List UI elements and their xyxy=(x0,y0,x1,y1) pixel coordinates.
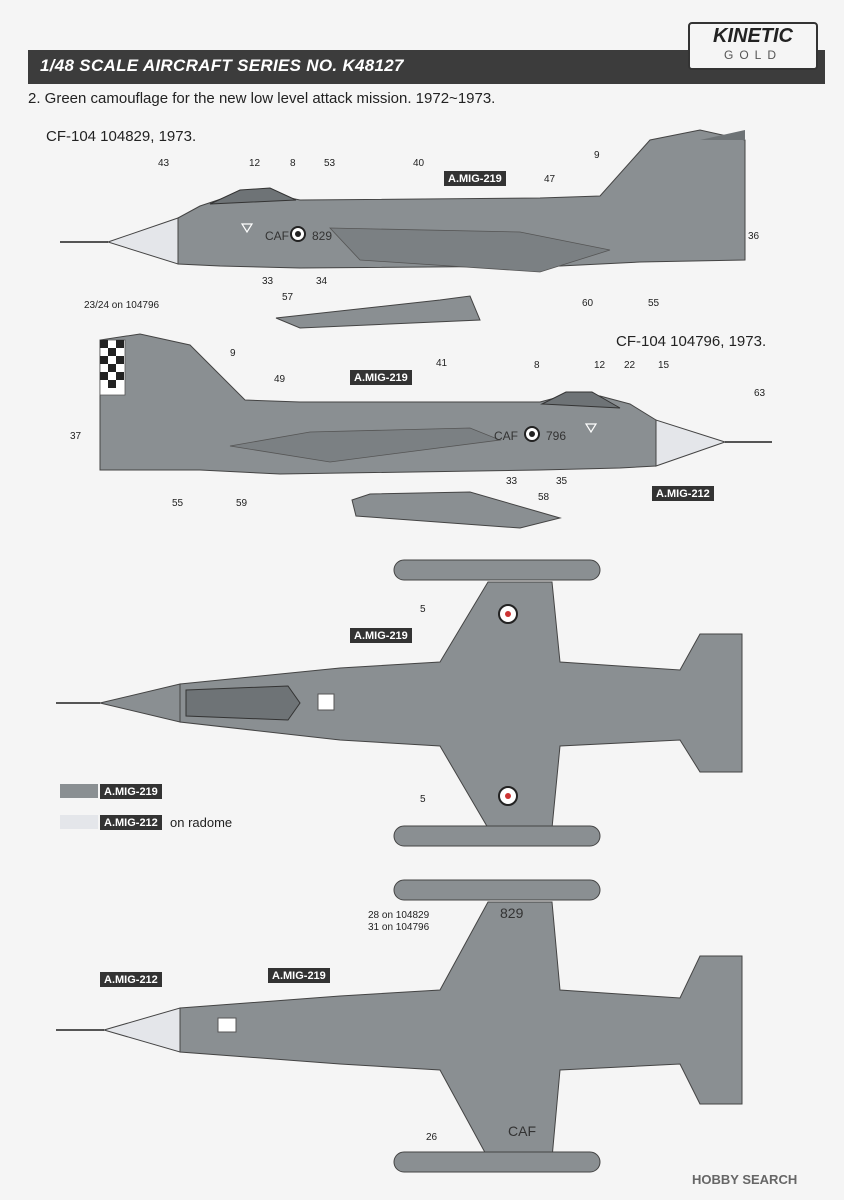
profile2-color-tag: A.MIG-219 xyxy=(350,370,412,385)
logo-sub-text: GOLD xyxy=(723,48,782,62)
svg-text:33: 33 xyxy=(506,476,518,487)
legend-tag-212: A.MIG-212 xyxy=(100,815,162,830)
profile2-radome-tag: A.MIG-212 xyxy=(652,486,714,501)
svg-text:A.MIG-212: A.MIG-212 xyxy=(104,817,158,829)
bottom-view-callouts: 28 on 104829 31 on 104796 26 xyxy=(368,910,438,1143)
profile1-aircraft: CAF 829 xyxy=(60,129,746,329)
profile2-callouts: 23/24 on 104796 9 49 37 55 59 41 8 12 22… xyxy=(70,300,766,509)
bottom-caf-text: CAF xyxy=(508,1123,536,1139)
watermark: HOBBY SEARCH xyxy=(692,1172,798,1187)
svg-text:47: 47 xyxy=(544,174,556,185)
profile1-label: CF-104 104829, 1973. xyxy=(46,128,197,145)
svg-text:9: 9 xyxy=(230,348,236,359)
svg-text:33: 33 xyxy=(262,276,274,287)
svg-text:36: 36 xyxy=(748,231,760,242)
svg-text:37: 37 xyxy=(70,431,82,442)
scheme-subtitle: 2. Green camouflage for the new low leve… xyxy=(28,90,496,107)
svg-text:12: 12 xyxy=(594,360,606,371)
profile1-serial-text: 829 xyxy=(312,229,332,243)
svg-text:59: 59 xyxy=(236,498,248,509)
header-title: 1/48 SCALE AIRCRAFT SERIES NO. K48127 xyxy=(40,56,404,75)
svg-text:23/24 on 104796: 23/24 on 104796 xyxy=(84,300,160,311)
svg-text:A.MIG-219: A.MIG-219 xyxy=(104,786,158,798)
svg-text:8: 8 xyxy=(534,360,540,371)
svg-text:12: 12 xyxy=(249,158,261,169)
profile2-caf-text: CAF xyxy=(494,429,518,443)
top-view-color-tag: A.MIG-219 xyxy=(350,628,412,643)
svg-text:34: 34 xyxy=(316,276,328,287)
svg-text:A.MIG-212: A.MIG-212 xyxy=(104,974,158,986)
svg-text:53: 53 xyxy=(324,158,336,169)
svg-text:15: 15 xyxy=(658,360,670,371)
bottom-body-tag: A.MIG-219 xyxy=(268,968,330,983)
svg-text:55: 55 xyxy=(648,298,660,309)
svg-text:40: 40 xyxy=(413,158,425,169)
svg-text:5: 5 xyxy=(420,604,426,615)
profile2-aircraft: CAF 796 xyxy=(99,333,772,529)
svg-text:63: 63 xyxy=(754,388,766,399)
svg-text:55: 55 xyxy=(172,498,184,509)
svg-text:5: 5 xyxy=(420,794,426,805)
svg-text:49: 49 xyxy=(274,374,286,385)
svg-text:A.MIG-219: A.MIG-219 xyxy=(448,173,502,185)
svg-text:9: 9 xyxy=(594,150,600,161)
svg-text:A.MIG-219: A.MIG-219 xyxy=(354,630,408,642)
svg-text:58: 58 xyxy=(538,492,550,503)
svg-text:A.MIG-219: A.MIG-219 xyxy=(354,372,408,384)
legend-note-radome: on radome xyxy=(170,815,233,830)
profile2-serial-text: 796 xyxy=(546,429,566,443)
logo-main-text: KINETIC xyxy=(713,25,793,47)
kinetic-logo: KINETIC GOLD xyxy=(688,22,818,70)
top-view-aircraft xyxy=(56,559,743,847)
profile1-color-tag: A.MIG-219 xyxy=(444,171,506,186)
svg-text:31 on 104796: 31 on 104796 xyxy=(368,922,430,933)
svg-text:22: 22 xyxy=(624,360,636,371)
profile1-callouts: 43 12 8 53 40 9 47 36 33 34 60 55 57 xyxy=(158,150,760,309)
svg-text:57: 57 xyxy=(282,292,294,303)
bottom-view-aircraft: CAF 829 xyxy=(56,879,743,1173)
svg-text:26: 26 xyxy=(426,1132,438,1143)
legend-swatches xyxy=(60,784,98,829)
bottom-serial-text: 829 xyxy=(500,905,524,921)
svg-text:41: 41 xyxy=(436,358,448,369)
svg-text:28 on 104829: 28 on 104829 xyxy=(368,910,430,921)
svg-text:A.MIG-212: A.MIG-212 xyxy=(656,488,710,500)
svg-text:43: 43 xyxy=(158,158,170,169)
bottom-radome-tag: A.MIG-212 xyxy=(100,972,162,987)
svg-text:A.MIG-219: A.MIG-219 xyxy=(272,970,326,982)
legend-tag-219: A.MIG-219 xyxy=(100,784,162,799)
top-view-callouts: 5 5 xyxy=(420,604,426,805)
svg-text:60: 60 xyxy=(582,298,594,309)
svg-text:35: 35 xyxy=(556,476,568,487)
profile2-label: CF-104 104796, 1973. xyxy=(616,333,767,350)
profile1-caf-text: CAF xyxy=(265,229,289,243)
svg-text:8: 8 xyxy=(290,158,296,169)
